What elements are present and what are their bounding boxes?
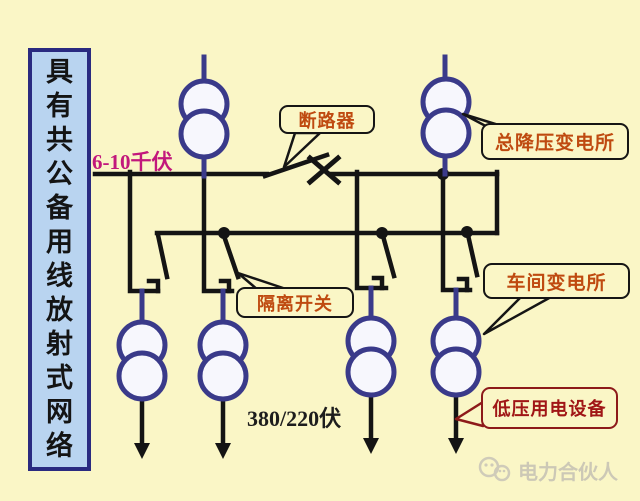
feeder4-contact [456, 276, 470, 293]
isolator-callout: 隔离开关 [236, 287, 354, 318]
title-char: 用 [46, 227, 73, 257]
breaker-callout: 断路器 [279, 105, 375, 134]
wechat-icon [478, 456, 511, 482]
feeder1-contact [146, 278, 161, 294]
feeder1-disconnect-blade [155, 232, 170, 280]
feeder3-contact [371, 275, 385, 291]
title-char: 放 [46, 295, 73, 325]
main-transformer-symbol [178, 78, 230, 160]
load3-arrowhead [363, 438, 379, 454]
title-char: 备 [46, 193, 73, 223]
junction-dot [461, 226, 473, 238]
circuit-breaker-blade [262, 152, 330, 179]
title-char: 射 [46, 329, 73, 359]
workshop-transformer-symbol [197, 319, 249, 402]
workshop-transformer-symbol [345, 315, 397, 398]
watermark-text: 电力合伙人 [518, 461, 618, 484]
lv-equipment-callout: 低压用电设备 [481, 387, 618, 429]
title-char: 网 [46, 397, 73, 427]
workshop-callout-tail [482, 295, 553, 336]
feeder4-disconnect-blade [465, 232, 480, 278]
feeder4-line [440, 171, 473, 293]
breaker-x-mark [306, 154, 342, 186]
feeder2-disconnect-blade [221, 233, 241, 280]
feeder3-line [354, 169, 389, 291]
feeder3-disconnect-blade [380, 233, 397, 279]
load4-arrowhead [448, 438, 464, 454]
workshop-transformer-symbol [430, 315, 482, 398]
feeder2-contact [218, 278, 232, 294]
workshop-transformer-symbol [116, 319, 168, 402]
load1-arrowhead [134, 443, 150, 459]
workshop-substation-callout: 车间变电所 [483, 263, 630, 299]
title-char: 公 [46, 159, 73, 189]
lv-voltage-label: 380/220伏 [247, 406, 342, 431]
lv-equipment-callout-tail [454, 400, 485, 428]
title-char: 共 [46, 125, 73, 155]
diagram-title-box: 具 有 共 公 备 用 线 放 射 式 网 络 [28, 48, 91, 471]
title-char: 具 [46, 57, 73, 87]
feeder1-line [127, 169, 161, 294]
watermark: 电力合伙人 [476, 453, 636, 487]
load2-arrowhead [215, 443, 231, 459]
main-substation-callout: 总降压变电所 [481, 123, 629, 160]
title-char: 络 [46, 431, 73, 461]
title-char: 式 [46, 363, 73, 393]
hv-voltage-label: 6-10千伏 [92, 150, 173, 174]
junction-dot [218, 227, 230, 239]
main-transformer-symbol [420, 76, 472, 159]
junction-dot [376, 227, 388, 239]
title-char: 线 [46, 261, 73, 291]
title-char: 有 [46, 91, 73, 121]
